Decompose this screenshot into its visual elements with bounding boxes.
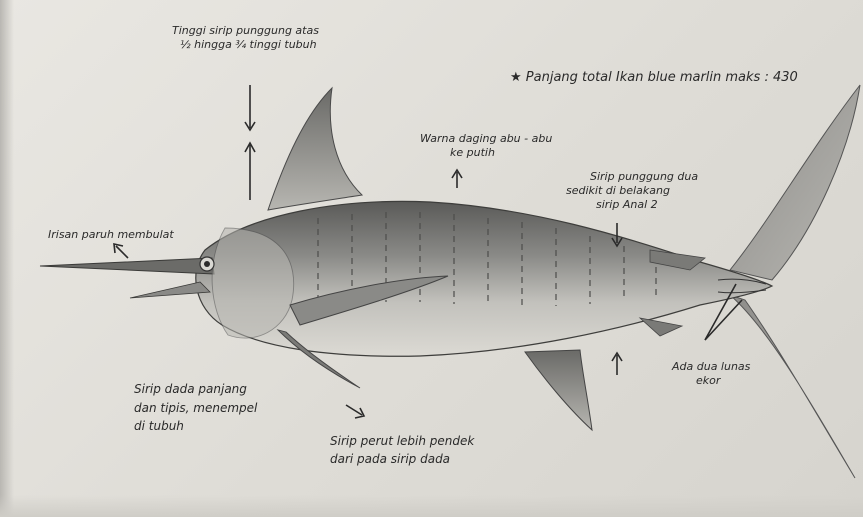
dorsal-fin xyxy=(268,88,362,210)
dorsal-height-note: Tinggi sirip punggung atas ½ hingga ¾ ti… xyxy=(172,24,319,52)
keels-line-1: Ada dua lunas xyxy=(672,360,750,374)
second-dorsal-line-1: Sirip punggung dua xyxy=(590,170,698,184)
lower-jaw xyxy=(130,282,210,298)
tail-fin-upper xyxy=(730,85,860,280)
flesh-color-note: Warna daging abu - abu ke putih xyxy=(420,132,552,160)
pelvic-line-1: Sirip perut lebih pendek xyxy=(330,432,474,450)
pectoral-line-2: dan tipis, menempel xyxy=(134,399,257,418)
pectoral-line-1: Sirip dada panjang xyxy=(134,380,257,399)
pelvic-note: Sirip perut lebih pendek dari pada sirip… xyxy=(330,432,474,468)
second-dorsal-note: Sirip punggung dua sedikit di belakang s… xyxy=(566,170,698,211)
bill xyxy=(40,258,214,274)
flesh-color-line-2: ke putih xyxy=(450,146,552,160)
second-anal-fin xyxy=(640,318,682,336)
keels-line-2: ekor xyxy=(696,374,750,388)
bill-note: Irisan paruh membulat xyxy=(48,228,174,242)
total-length-note: ★ Panjang total Ikan blue marlin maks : … xyxy=(510,70,798,86)
dorsal-height-line-1: Tinggi sirip punggung atas xyxy=(172,24,319,38)
pectoral-note: Sirip dada panjang dan tipis, menempel d… xyxy=(134,380,257,436)
second-dorsal-line-2: sedikit di belakang xyxy=(566,184,698,198)
flesh-color-line-1: Warna daging abu - abu xyxy=(420,132,552,146)
anal-fin xyxy=(525,350,592,430)
dorsal-height-line-2: ½ hingga ¾ tinggi tubuh xyxy=(180,38,319,52)
keels-note: Ada dua lunas ekor xyxy=(672,360,750,388)
second-dorsal-line-3: sirip Anal 2 xyxy=(596,198,698,212)
pelvic-line-2: dari pada sirip dada xyxy=(330,450,474,468)
pectoral-line-3: di tubuh xyxy=(134,417,257,436)
